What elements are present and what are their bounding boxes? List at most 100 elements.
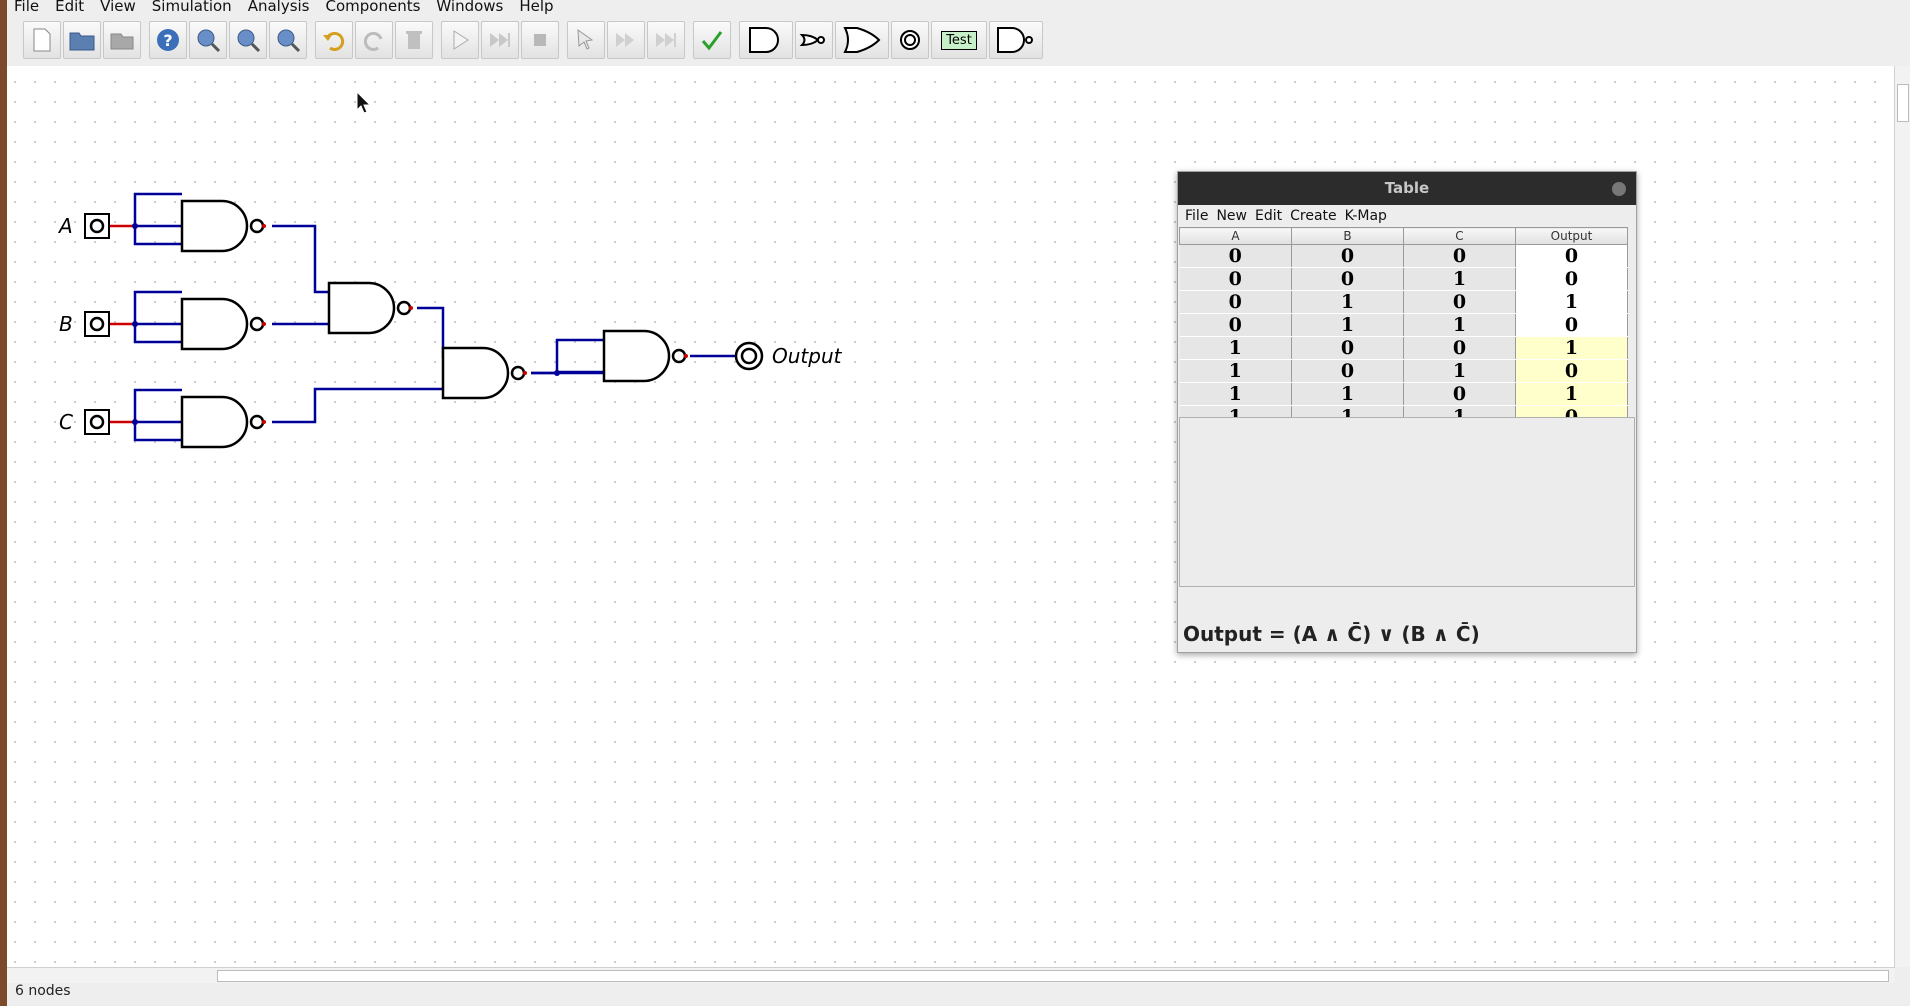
delete-button[interactable]	[395, 21, 433, 59]
svg-text:?: ?	[163, 31, 172, 50]
zoom-in-icon	[197, 29, 221, 53]
input-cell: 0	[1179, 244, 1292, 268]
undo-icon	[323, 32, 345, 51]
input-cell: 1	[1179, 359, 1292, 383]
undo-button[interactable]	[315, 21, 353, 59]
fast-forward-button[interactable]	[481, 21, 519, 59]
menu-simulation[interactable]: Simulation	[151, 0, 232, 15]
nand-gate-2[interactable]	[180, 297, 265, 351]
output-cell[interactable]: 0	[1515, 244, 1628, 268]
input-cell: 1	[1179, 336, 1292, 360]
nand-gate-3[interactable]	[180, 395, 265, 449]
table-menu-edit[interactable]: Edit	[1254, 208, 1283, 224]
circuit-diagram: A B C Output	[57, 90, 843, 449]
zoom-in-button[interactable]	[189, 21, 227, 59]
new-file-button[interactable]	[23, 21, 61, 59]
zoom-out-button[interactable]	[229, 21, 267, 59]
input-cell: 0	[1291, 336, 1404, 360]
zoom-out-icon	[237, 29, 261, 53]
column-header-output[interactable]: Output	[1515, 227, 1628, 245]
or-gate-button[interactable]	[835, 21, 889, 59]
output-cell[interactable]: 0	[1515, 313, 1628, 337]
input-cell: 0	[1291, 244, 1404, 268]
nand-gate-icon	[997, 27, 1033, 53]
run-to-break-icon	[656, 33, 676, 47]
test-button[interactable]: Test	[931, 21, 987, 59]
nand-gate-5[interactable]	[441, 346, 526, 400]
input-cell: 1	[1179, 382, 1292, 406]
vertical-scroll-thumb[interactable]	[1897, 84, 1909, 122]
xnor-gate-button[interactable]	[795, 21, 833, 59]
boolean-expression: Output = (A ∧ C̄) ∨ (B ∧ C̄)	[1183, 622, 1480, 646]
table-window-titlebar[interactable]: Table	[1178, 172, 1636, 205]
output-cell[interactable]: 1	[1515, 290, 1628, 314]
table-menu-new[interactable]: New	[1216, 208, 1247, 224]
redo-button[interactable]	[355, 21, 393, 59]
and-gate-button[interactable]	[739, 21, 793, 59]
input-cell: 0	[1179, 313, 1292, 337]
delete-icon	[406, 31, 422, 49]
run-to-break-button[interactable]	[647, 21, 685, 59]
save-button[interactable]	[103, 21, 141, 59]
help-button[interactable]: ?	[149, 21, 187, 59]
nand-gate-4[interactable]	[327, 281, 412, 335]
output-cell[interactable]: 1	[1515, 382, 1628, 406]
open-button[interactable]	[63, 21, 101, 59]
menu-edit[interactable]: Edit	[55, 0, 85, 15]
output-pin[interactable]	[734, 341, 764, 371]
input-cell: 1	[1291, 290, 1404, 314]
table-menu-create[interactable]: Create	[1290, 208, 1337, 224]
stop-button[interactable]	[521, 21, 559, 59]
help-icon: ?	[157, 29, 179, 51]
menu-file[interactable]: File	[14, 0, 40, 15]
column-header-c[interactable]: C	[1403, 227, 1516, 245]
input-cell: 0	[1403, 336, 1516, 360]
horizontal-scroll-thumb[interactable]	[217, 970, 1889, 982]
input-pin-b[interactable]	[84, 311, 110, 337]
new-file-icon	[33, 28, 51, 52]
nand-gate-button[interactable]	[989, 21, 1043, 59]
nand-gate-1[interactable]	[180, 199, 265, 253]
input-pin-c[interactable]	[84, 409, 110, 435]
table-menu-file[interactable]: File	[1185, 208, 1209, 224]
input-pin-a[interactable]	[84, 213, 110, 239]
truth-table-window: Table File New Edit Create K-Map A B C Outpu…	[1177, 171, 1637, 653]
close-icon[interactable]	[1612, 182, 1626, 196]
input-cell: 1	[1291, 313, 1404, 337]
output-cell[interactable]: 0	[1515, 267, 1628, 291]
input-cell: 0	[1403, 244, 1516, 268]
column-header-b[interactable]: B	[1291, 227, 1404, 245]
redo-icon	[363, 32, 383, 51]
stop-icon	[534, 34, 546, 46]
fit-to-window-button[interactable]	[269, 21, 307, 59]
column-header-a[interactable]: A	[1179, 227, 1292, 245]
step-button[interactable]	[567, 21, 605, 59]
horizontal-scrollbar[interactable]	[7, 967, 1895, 983]
menu-windows[interactable]: Windows	[436, 0, 504, 15]
micro-step-button[interactable]	[607, 21, 645, 59]
vertical-scrollbar[interactable]	[1894, 66, 1910, 967]
output-label: Output	[772, 344, 843, 368]
menu-help[interactable]: Help	[519, 0, 554, 15]
input-cell: 1	[1291, 382, 1404, 406]
input-cell: 0	[1291, 267, 1404, 291]
status-text: 6 nodes	[15, 983, 71, 999]
menu-view[interactable]: View	[100, 0, 136, 15]
mouse-cursor-icon	[356, 90, 372, 114]
play-button[interactable]	[441, 21, 479, 59]
menu-components[interactable]: Components	[325, 0, 421, 15]
menu-analysis[interactable]: Analysis	[247, 0, 310, 15]
table-menu-kmap[interactable]: K-Map	[1344, 208, 1387, 224]
output-cell[interactable]: 0	[1515, 359, 1628, 383]
nand-gate-6[interactable]	[602, 329, 687, 383]
output-cell[interactable]: 1	[1515, 336, 1628, 360]
check-button[interactable]	[693, 21, 731, 59]
output-button[interactable]	[891, 21, 929, 59]
